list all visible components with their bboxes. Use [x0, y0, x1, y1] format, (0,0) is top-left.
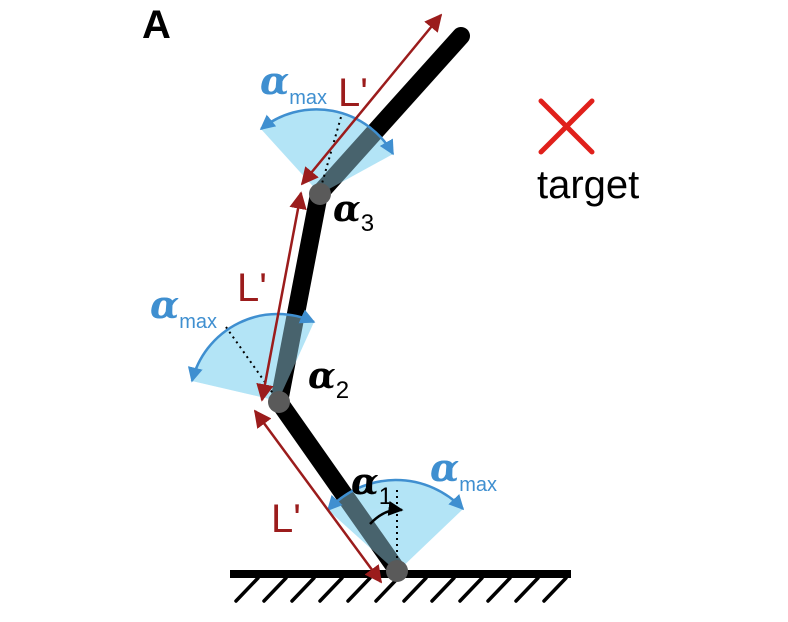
target-marker: target — [537, 98, 639, 207]
link-length-arrows — [253, 13, 443, 584]
target-label: target — [537, 163, 639, 207]
angle-limit-label-1: αmax — [430, 445, 497, 496]
joint-angle-label-2: α2 — [308, 355, 349, 404]
target-cross-icon — [538, 98, 595, 155]
link-length-label-1: L' — [271, 497, 301, 541]
joint-angle-label-3: α3 — [333, 188, 374, 237]
angle-limit-label-2: αmax — [150, 282, 217, 333]
joints — [268, 183, 408, 582]
joint-angle-labels: α1 α2 α3 — [308, 188, 392, 510]
angle-limit-overlays — [192, 109, 463, 572]
link-length-labels: L' L' L' — [237, 71, 368, 541]
link-length-label-3: L' — [338, 71, 368, 115]
link-length-arrow-2 — [256, 191, 307, 402]
panel-label: A — [142, 3, 171, 47]
joint-2 — [268, 391, 290, 413]
angle-limit-labels: αmax αmax αmax — [150, 58, 497, 496]
joint-3 — [309, 183, 331, 205]
joint-1 — [386, 560, 408, 582]
angle-limit-label-3: αmax — [260, 58, 327, 109]
joint-angle-label-1: α1 — [351, 461, 392, 510]
link-length-arrow-1 — [253, 409, 383, 584]
link-length-arrow-3 — [300, 13, 443, 186]
link-length-label-2: L' — [237, 266, 267, 310]
